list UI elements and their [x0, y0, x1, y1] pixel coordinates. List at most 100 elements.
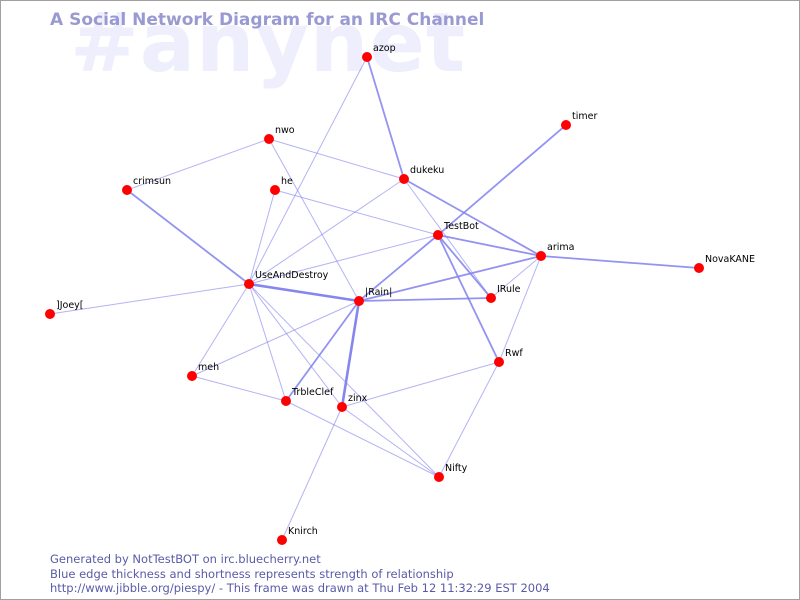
edge-TestBot-IRule: [437, 234, 492, 299]
footer-generated-by: Generated by NotTestBOT on irc.bluecherr…: [50, 552, 321, 566]
node-label: he: [281, 176, 293, 187]
node-dot: [354, 296, 364, 306]
edge-arima-IRule: [490, 255, 542, 299]
node-dot: [434, 472, 444, 482]
edge-UseAndDestroy-meh: [191, 283, 250, 377]
edge-dukeku-arima: [403, 178, 542, 257]
footer-legend-note: Blue edge thickness and shortness repres…: [50, 566, 454, 581]
edge-crimsun-UseAndDestroy: [126, 189, 250, 285]
node-label: IRule: [497, 284, 521, 295]
node-label: timer: [572, 111, 597, 122]
edge-zinx-Nifty: [341, 406, 440, 478]
edge-zinx-Knirch: [281, 406, 343, 541]
edge-IRain-TrbleClef: [285, 300, 360, 402]
node-label: ]Joey[: [56, 300, 84, 311]
node-dukeku: dukeku: [399, 165, 444, 184]
edge-TestBot-arima: [437, 234, 542, 257]
edge-UseAndDestroy-Joey: [49, 283, 250, 315]
edge-dukeku-IRule: [403, 178, 492, 299]
node-dot: [536, 251, 546, 261]
node-dot: [337, 402, 347, 412]
node-Joey: ]Joey[: [45, 300, 84, 319]
edge-TrbleClef-Nifty: [285, 400, 440, 478]
node-dot: [486, 293, 496, 303]
node-label: |Rain|: [365, 287, 392, 298]
edge-azop-UseAndDestroy: [248, 56, 368, 285]
node-label: zinx: [348, 393, 368, 404]
node-label: Rwf: [505, 348, 523, 359]
footer: Generated by NotTestBOT on irc.bluecherr…: [50, 552, 550, 596]
edge-IRain-TestBot: [358, 234, 439, 302]
edge-nwo-dukeku: [268, 138, 405, 180]
node-crimsun: crimsun: [122, 176, 171, 195]
node-arima: arima: [536, 242, 574, 261]
node-timer: timer: [561, 111, 597, 130]
node-label: TestBot: [443, 221, 479, 232]
node-Nifty: Nifty: [434, 463, 468, 482]
node-label: arima: [547, 242, 574, 253]
edge-nwo-crimsun: [126, 138, 270, 191]
edge-UseAndDestroy-TestBot: [248, 234, 439, 285]
node-label: Nifty: [445, 463, 468, 474]
node-IRain: |Rain|: [354, 287, 392, 306]
edge-nwo-IRain: [268, 138, 360, 302]
node-zinx: zinx: [337, 393, 368, 412]
node-nwo: nwo: [264, 125, 295, 144]
diagram-title: A Social Network Diagram for an IRC Chan…: [50, 10, 485, 30]
node-dot: [244, 279, 254, 289]
node-he: he: [270, 176, 293, 195]
node-IRule: IRule: [486, 284, 521, 303]
node-dot: [277, 535, 287, 545]
node-dot: [45, 309, 55, 319]
edge-TestBot-timer: [437, 124, 567, 236]
node-dot: [494, 357, 504, 367]
edge-azop-dukeku: [366, 56, 405, 180]
edge-IRain-meh: [191, 300, 360, 377]
node-dot: [264, 134, 274, 144]
edge-IRain-IRule: [358, 297, 492, 302]
node-NovaKANE: NovaKANE: [694, 254, 755, 273]
node-dot: [270, 185, 280, 195]
channel-watermark: #anynet: [70, 0, 467, 91]
node-dot: [362, 52, 372, 62]
edges-layer: [49, 56, 700, 541]
node-TestBot: TestBot: [433, 221, 479, 240]
node-label: azop: [373, 43, 396, 54]
edge-he-TestBot: [274, 189, 439, 236]
node-UseAndDestroy: UseAndDestroy: [244, 270, 329, 289]
node-label: nwo: [275, 125, 295, 136]
node-TrbleClef: TrbleClef: [281, 387, 334, 406]
node-dot: [433, 230, 443, 240]
node-dot: [561, 120, 571, 130]
node-Rwf: Rwf: [494, 348, 523, 367]
node-dot: [122, 185, 132, 195]
node-label: TrbleClef: [291, 387, 334, 398]
edge-UseAndDestroy-IRain: [248, 282, 360, 303]
node-label: NovaKANE: [705, 254, 755, 265]
node-label: crimsun: [133, 176, 171, 187]
edge-he-UseAndDestroy: [248, 189, 276, 285]
node-meh: meh: [187, 362, 219, 381]
node-label: dukeku: [410, 165, 444, 176]
edge-dukeku-UseAndDestroy: [248, 178, 405, 285]
node-dot: [281, 396, 291, 406]
node-label: UseAndDestroy: [255, 270, 329, 281]
edge-IRain-zinx: [340, 300, 361, 408]
edge-UseAndDestroy-Nifty: [248, 283, 440, 478]
edge-UseAndDestroy-zinx: [248, 283, 343, 408]
edge-meh-TrbleClef: [191, 375, 287, 402]
edge-IRain-arima: [358, 255, 542, 302]
edge-zinx-Rwf: [341, 361, 500, 408]
node-Knirch: Knirch: [277, 526, 318, 545]
node-dot: [694, 263, 704, 273]
edge-arima-NovaKANE: [540, 255, 700, 269]
edge-Rwf-Nifty: [438, 361, 500, 478]
node-label: meh: [198, 362, 219, 373]
node-dot: [399, 174, 409, 184]
node-label: Knirch: [288, 526, 318, 537]
edge-arima-Rwf: [498, 255, 542, 363]
footer-url-timestamp: http://www.jibble.org/piespy/ - This fra…: [50, 581, 550, 595]
node-azop: azop: [362, 43, 396, 62]
